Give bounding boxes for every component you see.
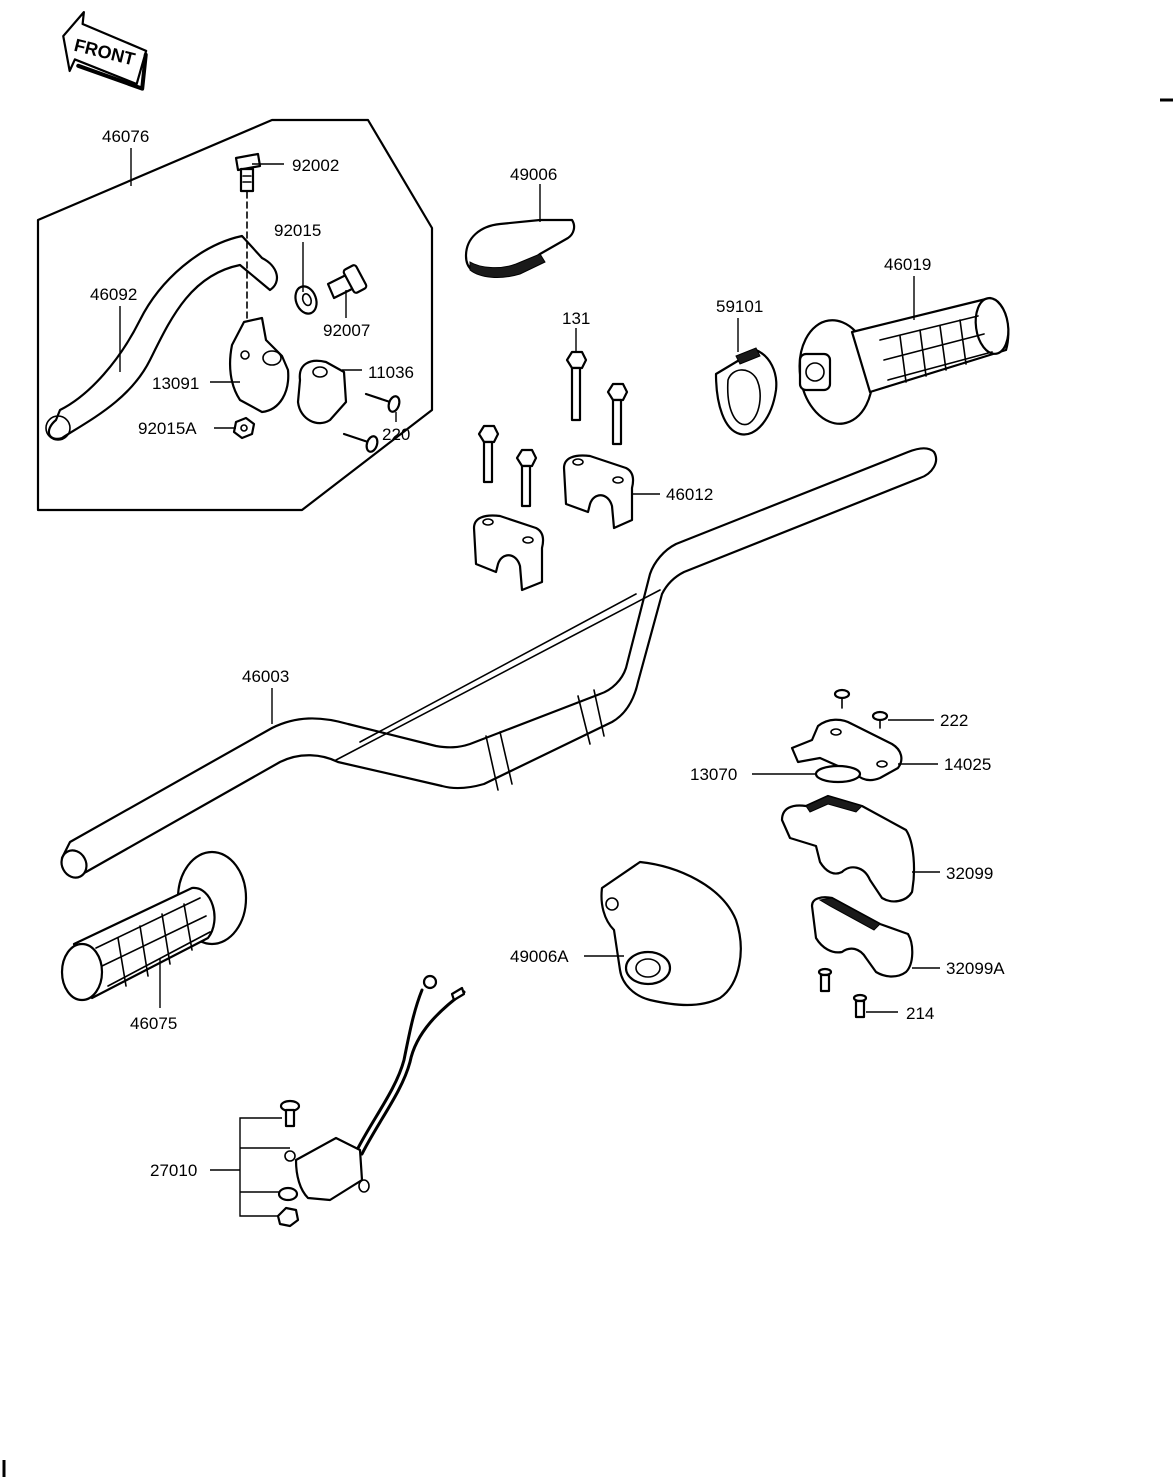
housing-screw-icon [817,967,868,1019]
part-label-131: 131 [562,309,590,328]
throttle-boot [600,860,742,1007]
part-label-222: 222 [940,711,968,730]
holder-bolt-icon [477,350,629,508]
throttle-plate [814,764,862,784]
left-grip [60,850,248,1002]
front-arrow-icon: FRONT [62,11,148,91]
part-label-46012: 46012 [666,485,713,504]
part-label-214: 214 [906,1004,934,1023]
part-label-92002: 92002 [292,156,339,175]
lever-holder [229,316,290,414]
part-label-27010: 27010 [150,1161,197,1180]
lever-cover [464,218,576,278]
part-label-46076: 46076 [102,127,149,146]
part-label-220: 220 [382,425,410,444]
lock-nut-icon [294,285,318,315]
part-label-32099A: 32099A [946,959,1005,978]
part-label-46092: 46092 [90,285,137,304]
part-label-92015A: 92015A [138,419,197,438]
part-label-49006A: 49006A [510,947,569,966]
cable-adjuster-icon [326,264,368,300]
lever-nut-icon [232,416,256,440]
engine-stop-switch [276,974,466,1228]
part-label-14025: 14025 [944,755,991,774]
throttle-housing-lower [810,896,914,978]
handlebar-holder [472,454,635,592]
throttle-cover [790,718,903,782]
part-label-92007: 92007 [323,321,370,340]
leader-lines [119,148,940,1217]
clutch-lever [45,234,279,441]
cover-screw-icon [833,688,889,729]
clamp-screw-icon [342,392,401,453]
part-label-59101: 59101 [716,297,763,316]
part-label-32099: 32099 [946,864,993,883]
handlebar [60,447,938,879]
part-label-49006: 49006 [510,165,557,184]
part-number-labels: 46076 92002 92015 46092 92007 13091 1103… [90,127,1005,1180]
throttle-grip [798,296,1010,425]
part-label-13070: 13070 [690,765,737,784]
part-label-46019: 46019 [884,255,931,274]
clutch-lever-assembly-outline [36,118,434,512]
throttle-pulley [714,347,778,436]
part-label-13091: 13091 [152,374,199,393]
part-label-92015: 92015 [274,221,321,240]
part-label-11036: 11036 [368,363,414,382]
holder-clamp [296,359,348,425]
part-label-46003: 46003 [242,667,289,686]
throttle-housing-upper [780,794,916,903]
part-label-46075: 46075 [130,1014,177,1033]
